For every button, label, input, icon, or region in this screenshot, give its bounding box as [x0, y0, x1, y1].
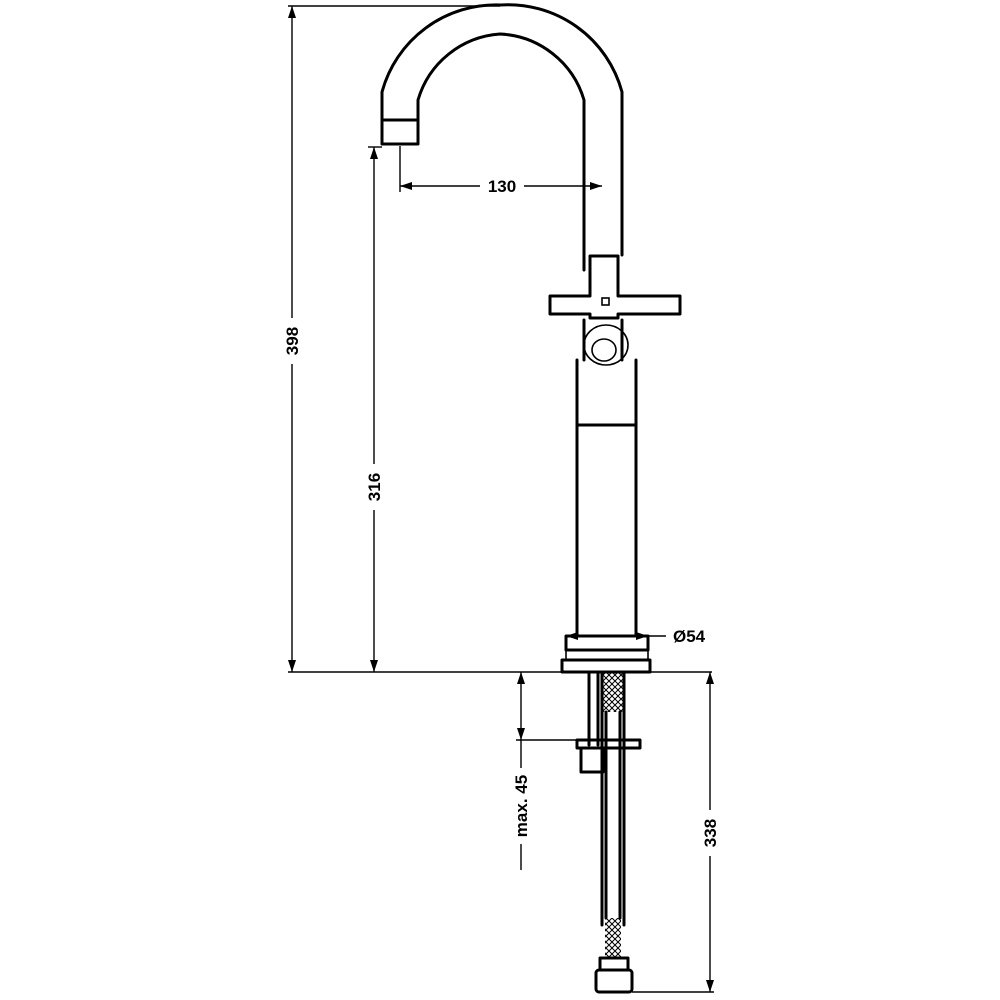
hose-fitting [598, 956, 630, 972]
label-max-thickness: max. 45 [512, 775, 531, 837]
hose-nut [594, 968, 634, 994]
faucet-outline [380, 3, 682, 994]
dimension-labels: 398 316 130 Ø54 max. 45 338 [281, 176, 721, 856]
spout-neck [380, 3, 624, 272]
handle-cross [548, 254, 682, 320]
handle-knob [591, 338, 617, 362]
hose-braid-bottom [605, 918, 621, 958]
shank [587, 670, 600, 747]
label-spout-height: 316 [365, 473, 384, 501]
hose [600, 670, 626, 927]
mounting-nut [579, 746, 605, 774]
handle-screw [601, 297, 610, 306]
label-overall-height: 398 [283, 327, 302, 355]
base-ring-lower [560, 658, 652, 674]
label-base-diameter: Ø54 [673, 627, 706, 646]
hose-braid-top [602, 672, 624, 712]
mounting-washer [575, 738, 642, 750]
label-spout-reach: 130 [488, 177, 516, 196]
body-column [575, 358, 638, 638]
dimension-lines [288, 5, 714, 993]
base-ring-upper [564, 634, 650, 652]
label-hose-length: 338 [701, 819, 720, 847]
handle-cap [583, 324, 629, 366]
handle-rosette [582, 318, 624, 362]
spout-tip [380, 118, 420, 146]
